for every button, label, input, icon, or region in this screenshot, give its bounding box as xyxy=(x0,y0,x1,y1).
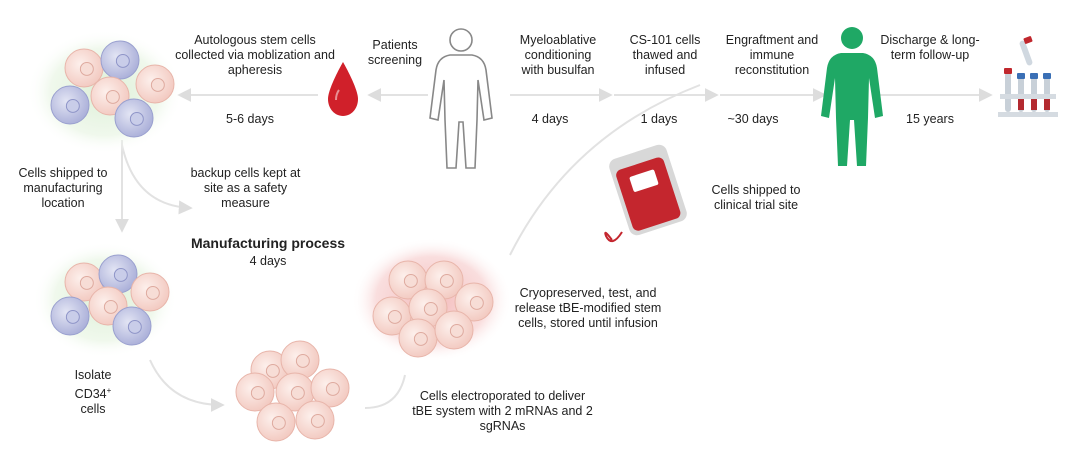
label-engraftment: Engraftment and immune reconstitution xyxy=(725,33,819,77)
isolate-prefix: Isolate xyxy=(74,368,112,382)
cell-cluster-collected xyxy=(27,30,183,154)
label-collection: Autologous stem cells collected via mobl… xyxy=(175,33,335,77)
stem-cell-pink xyxy=(310,368,350,408)
label-discharge: Discharge & long-term follow-up xyxy=(880,33,980,62)
stem-cell-pink xyxy=(454,282,494,322)
recovered-patient-icon xyxy=(821,27,883,166)
isolate-suffix: cells xyxy=(80,402,106,417)
stem-cell-blue xyxy=(114,98,154,138)
stem-cell-pink xyxy=(256,402,296,442)
isolate-marker: CD34 xyxy=(74,387,107,402)
stem-cell-blue xyxy=(98,254,138,294)
cell-cluster-shipped xyxy=(33,242,177,358)
note-cryopreserved: Cryopreserved, test, and release tBE-mod… xyxy=(514,286,662,330)
label-infusion: CS-101 cells thawed and infused xyxy=(629,33,701,77)
stem-cell-pink xyxy=(295,400,335,440)
note-electroporated: Cells electroporated to deliver tBE syst… xyxy=(412,389,593,433)
stem-cell-pink xyxy=(372,296,412,336)
stem-cell-pink xyxy=(135,64,175,104)
note-shipped-manufacturing: Cells shipped to manufacturing location xyxy=(18,166,108,210)
label-screening: Patients screening xyxy=(367,38,423,67)
stem-cell-pink xyxy=(235,372,275,412)
note-shipped-clinical: Cells shipped to clinical trial site xyxy=(711,183,801,212)
test-tube-rack-icon xyxy=(998,36,1058,117)
stem-cell-pink xyxy=(130,272,170,312)
arrow-isolate-curve xyxy=(149,359,225,412)
arrow-backup-curve xyxy=(121,144,193,215)
stem-cell-pink xyxy=(64,262,104,302)
blood-drop-highlight xyxy=(335,89,340,101)
note-isolate: Isolate CD34+ cells xyxy=(58,368,128,417)
stem-cell-blue xyxy=(112,306,152,346)
timeline-arrows xyxy=(115,84,993,412)
duration-followup: 15 years xyxy=(906,112,954,126)
duration-collection: 5-6 days xyxy=(226,112,274,126)
note-backup: backup cells kept at site as a safety me… xyxy=(190,166,301,210)
duration-engraftment: ~30 days xyxy=(727,112,779,126)
blood-bag-icon xyxy=(604,144,687,243)
isolate-sup: + xyxy=(106,386,112,395)
stem-cell-blue xyxy=(100,40,140,80)
blood-drop-icon xyxy=(328,62,358,116)
arrow-cryo-to-infusion xyxy=(509,84,701,256)
stem-cell-blue xyxy=(50,85,90,125)
patient-outline-icon xyxy=(429,28,493,169)
stem-cell-pink xyxy=(280,340,320,380)
manufacturing-title: Manufacturing process xyxy=(190,235,346,251)
arrow-electroporate-curve xyxy=(364,374,406,409)
duration-conditioning: 4 days xyxy=(531,112,569,126)
stem-cell-blue xyxy=(50,296,90,336)
cell-cluster-edited xyxy=(352,238,512,362)
stem-cell-pink xyxy=(398,318,438,358)
label-conditioning: Myeloablative conditioning with busulfan xyxy=(519,33,597,77)
duration-infusion: 1 days xyxy=(640,112,678,126)
stem-cell-pink xyxy=(424,260,464,300)
stem-cell-pink xyxy=(64,48,104,88)
manufacturing-duration: 4 days xyxy=(249,254,287,268)
cell-cluster-isolated xyxy=(235,340,350,442)
stem-cell-pink xyxy=(434,310,474,350)
stem-cell-pink xyxy=(275,372,315,412)
